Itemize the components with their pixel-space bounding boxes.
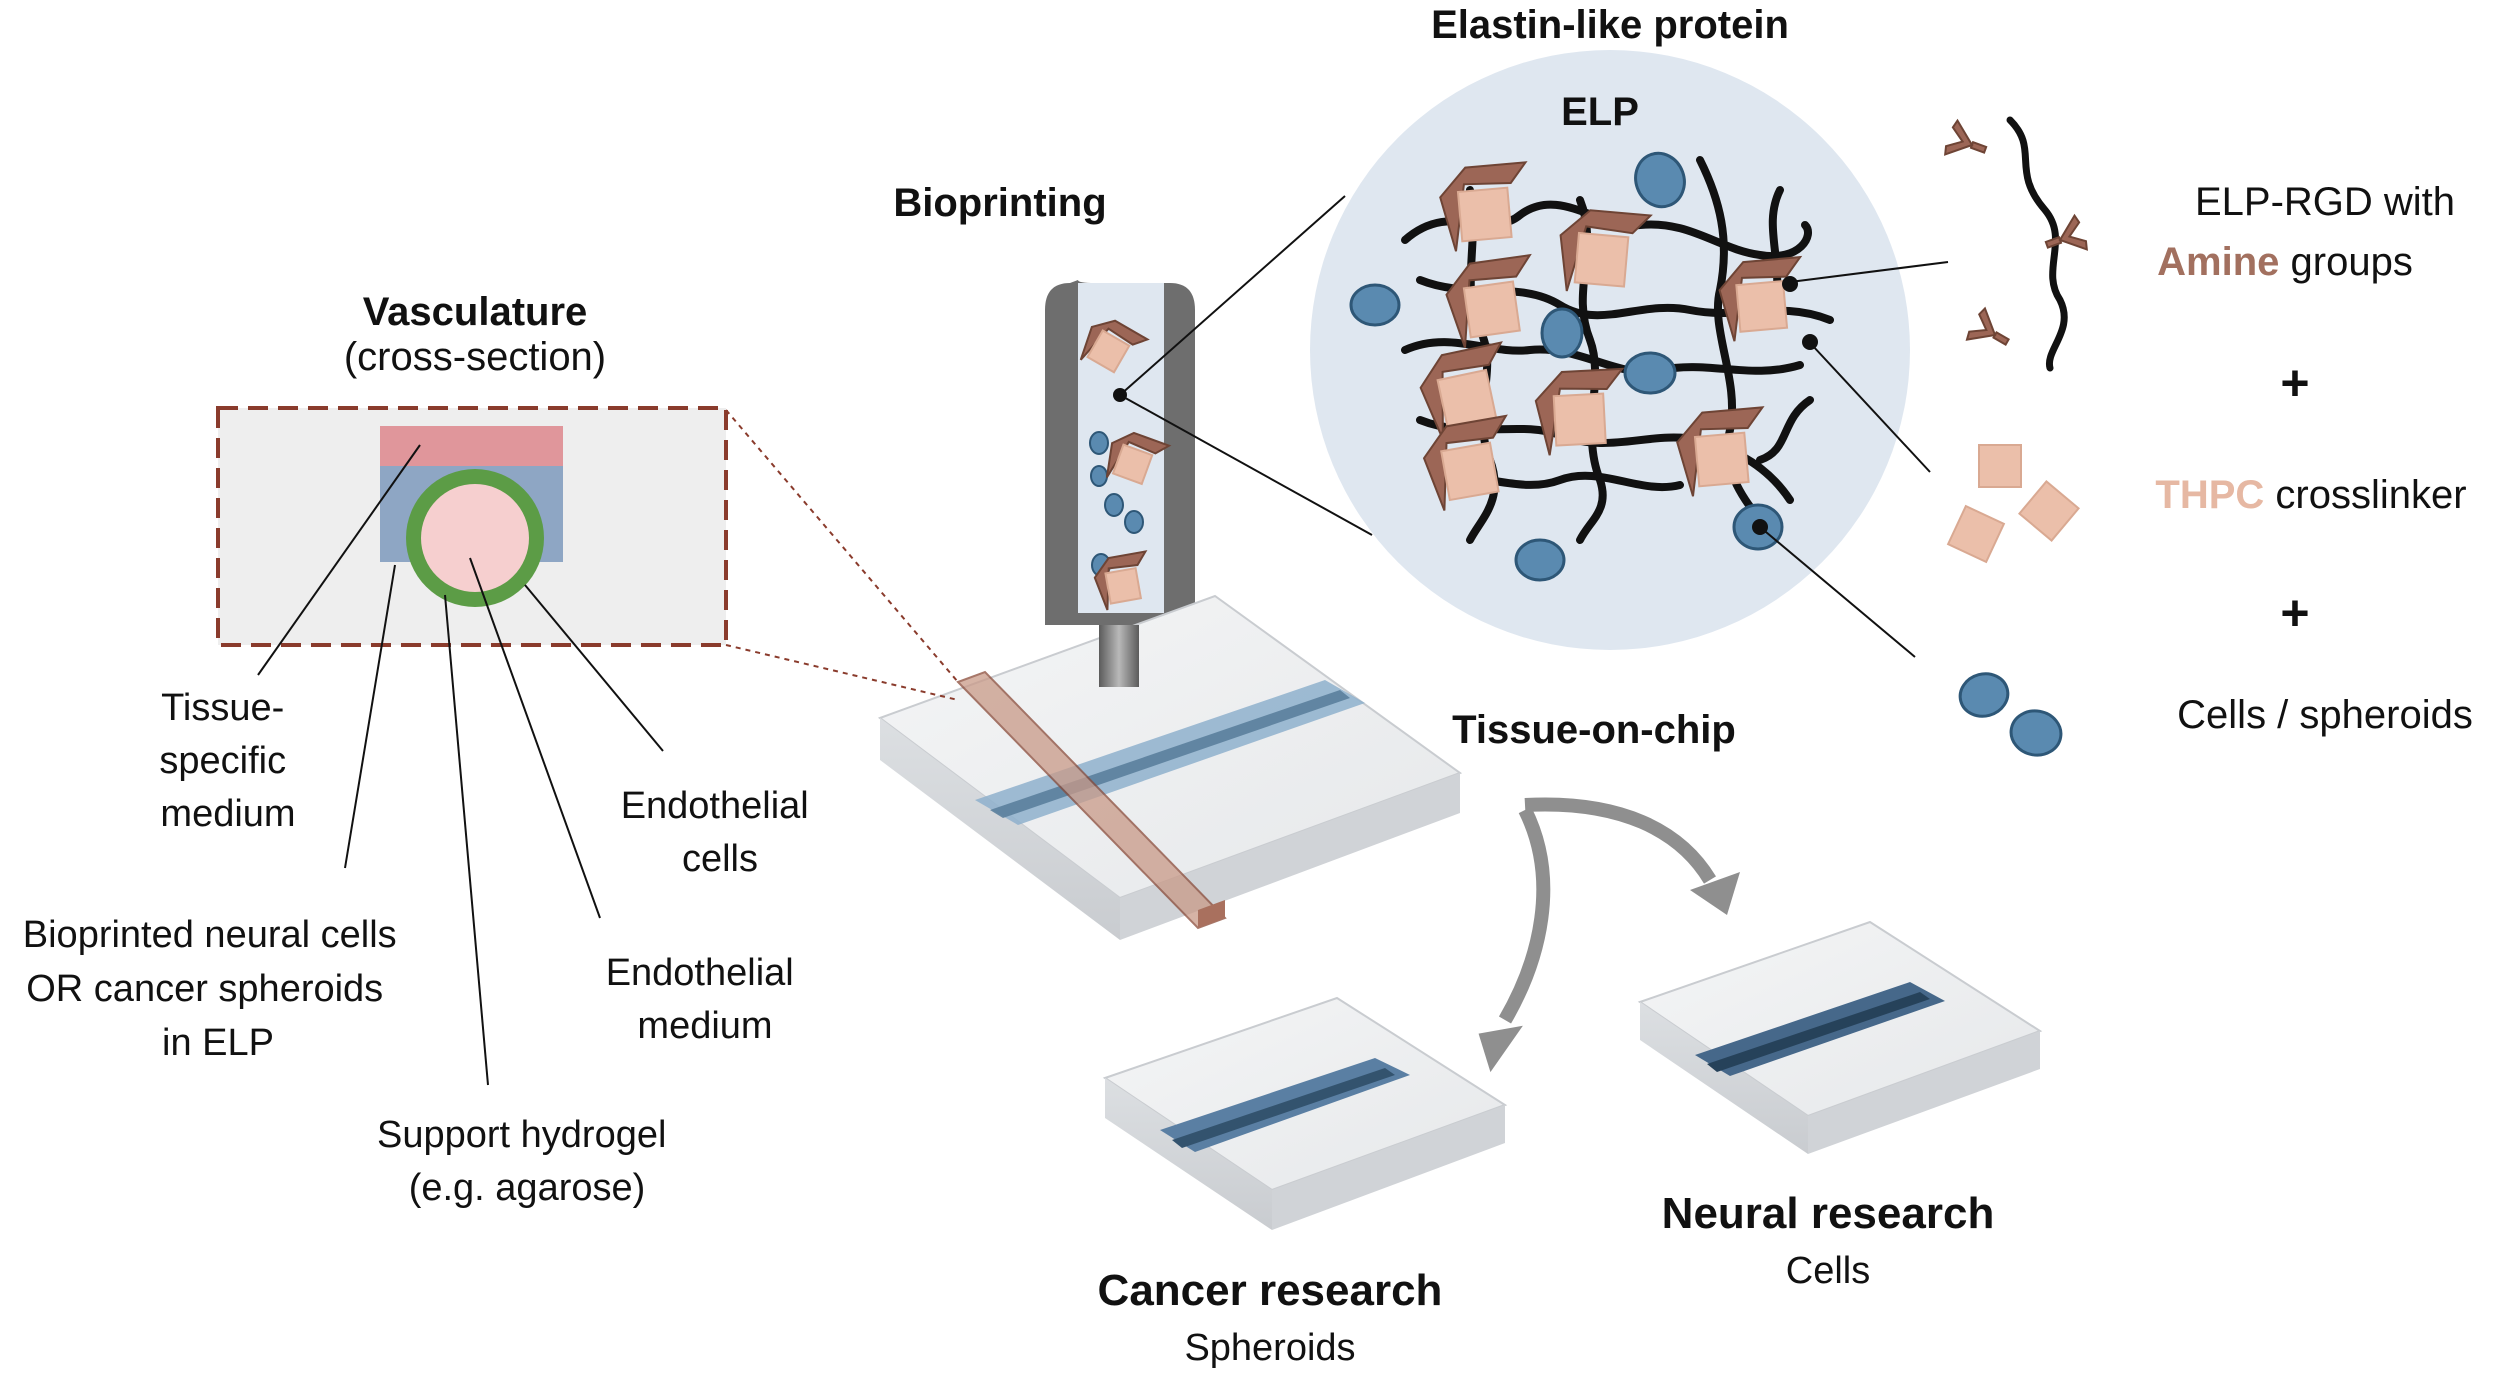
- bioprinting-nozzle: [1045, 280, 1195, 687]
- elp-circle-label: ELP: [1561, 90, 1639, 134]
- arrowhead-cancer: [1478, 1025, 1523, 1073]
- nozzle-cells: [1089, 431, 1144, 577]
- tissue-on-chip-title: Tissue-on-chip: [1452, 708, 1736, 752]
- legend-crosslinker-word: crosslinker: [2264, 473, 2466, 517]
- vasculature-leader-lines: [257, 444, 664, 1086]
- vessel-lumen: [421, 484, 529, 592]
- outcome-arrows: [1498, 797, 1717, 1024]
- vasculature-title: Vasculature: [363, 290, 588, 334]
- crosslinker-node-icon: [1445, 253, 1532, 348]
- amine-group-icon: [2044, 213, 2088, 251]
- neural-research-title: Neural research: [1662, 1189, 1995, 1238]
- crosslinker-node-icon: [1093, 550, 1148, 611]
- crosslinker-node-icon: [1676, 406, 1765, 497]
- legend-connector-lines: [1759, 261, 1949, 658]
- vasculature-cross-section: [216, 406, 728, 647]
- crosslinker-node-icon: [1439, 161, 1528, 252]
- label-tissue-specific-medium: Tissue- specific medium: [159, 687, 296, 835]
- elp-crosslink-nodes: [1419, 161, 1803, 511]
- legend-amine-word: Amine: [2157, 240, 2279, 284]
- legend-connector-dots: [1752, 276, 1818, 535]
- legend-amine-label: Amine groups: [2157, 240, 2413, 284]
- legend-elp-rgd-label: ELP-RGD with: [2195, 180, 2455, 224]
- arrowhead-neural: [1690, 872, 1740, 915]
- legend-thpc-label: THPC crosslinker: [2155, 473, 2466, 517]
- cancer-chip: [1102, 996, 1508, 1230]
- legend-plus-2: +: [2280, 585, 2309, 641]
- elp-network-panel: [1310, 50, 1910, 650]
- bioprinting-title: Bioprinting: [893, 181, 1106, 225]
- center-tissue-chip: [877, 594, 1463, 940]
- legend-groups-word: groups: [2279, 240, 2412, 284]
- crosslinker-node-icon: [1718, 255, 1803, 342]
- legend-cells-label: Cells / spheroids: [2177, 693, 2473, 737]
- elp-cells: [1349, 151, 1784, 582]
- crosslinker-node-icon: [1422, 414, 1508, 511]
- crosslinker-node-icon: [1534, 367, 1625, 456]
- label-bioprinted-cells: Bioprinted neural cells OR cancer sphero…: [23, 914, 407, 1064]
- legend-thpc-word: THPC: [2155, 473, 2264, 517]
- elp-circle-background: [1310, 50, 1910, 650]
- cancer-research-subtitle: Spheroids: [1184, 1327, 1355, 1369]
- arrow-to-neural: [1524, 797, 1717, 884]
- amine-group-icon: [1944, 118, 1988, 156]
- crosslinker-node-icon: [1559, 209, 1653, 292]
- legend-cell-icons: [1958, 672, 2063, 757]
- crosslinker-node-icon: [1419, 341, 1503, 440]
- legend-plus-1: +: [2280, 355, 2309, 411]
- cross-section-zoom-lines: [725, 409, 959, 701]
- legend-elp-rgd-icon: [1944, 116, 2088, 372]
- elp-title: Elastin-like protein: [1431, 3, 1789, 47]
- crosslinker-node-icon: [1079, 319, 1150, 374]
- neural-chip: [1637, 920, 2043, 1154]
- label-endothelial-medium: Endothelial medium: [606, 952, 805, 1047]
- arrow-to-cancer: [1498, 806, 1551, 1024]
- neural-research-subtitle: Cells: [1786, 1250, 1870, 1292]
- cancer-research-title: Cancer research: [1098, 1266, 1443, 1315]
- tissue-medium-layer: [380, 426, 563, 466]
- label-support-hydrogel: Support hydrogel (e.g. agarose): [377, 1114, 677, 1209]
- amine-group-icon: [1965, 306, 2010, 346]
- vasculature-subtitle: (cross-section): [344, 335, 606, 379]
- crosslinker-node-icon: [1105, 431, 1172, 486]
- label-endothelial-cells: Endothelial cells: [621, 785, 820, 880]
- legend-thpc-icons: [1946, 444, 2080, 564]
- zoom-lines: [1119, 195, 1373, 536]
